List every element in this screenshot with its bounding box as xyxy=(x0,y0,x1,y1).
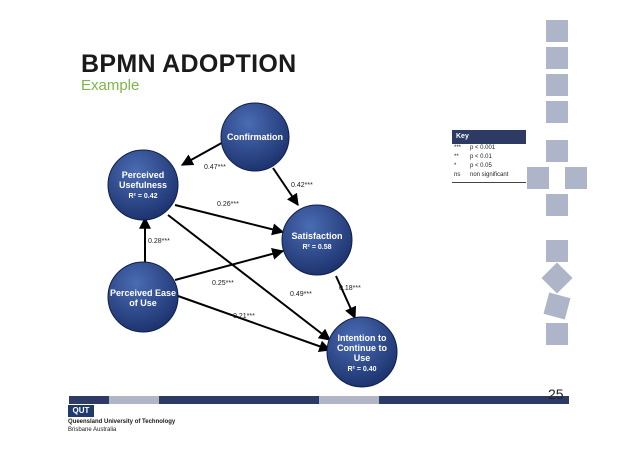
node-satisfaction-r2: R² = 0.58 xyxy=(303,244,332,251)
edge-label-conf-usef: 0.47*** xyxy=(204,164,226,171)
key-symbol: ** xyxy=(454,154,459,160)
key-row: *** p < 0.001 xyxy=(452,144,526,153)
edge-confirmation-satisfaction xyxy=(272,167,299,206)
node-intention-line3: Use xyxy=(354,353,371,363)
decorative-pattern xyxy=(527,20,587,345)
key-meaning: p < 0.001 xyxy=(470,145,496,151)
key-divider xyxy=(452,182,526,183)
qut-logo: QUT xyxy=(68,405,94,417)
node-confirmation: Confirmation xyxy=(220,102,290,172)
edge-satisfaction-intention xyxy=(335,275,357,320)
node-satisfaction-label: Satisfaction xyxy=(291,231,342,241)
edge-label-usef-sat: 0.26*** xyxy=(217,201,239,208)
node-intention: Intention to Continue to Use R² = 0.40 xyxy=(326,316,398,388)
footer-bar xyxy=(69,396,569,404)
node-ease-line1: Perceived Ease xyxy=(110,288,176,298)
edge-ease-intention xyxy=(177,295,332,353)
key-meaning: p < 0.05 xyxy=(470,163,492,169)
node-usefulness-line2: Usefulness xyxy=(119,180,167,190)
node-intention-line2: Continue to xyxy=(337,343,387,353)
edge-usefulness-satisfaction xyxy=(174,204,285,236)
footer-location: Brisbane Australia xyxy=(68,427,117,433)
page-number: 25 xyxy=(548,386,564,402)
edge-label-ease-usef: 0.28*** xyxy=(148,238,170,245)
edge-confirmation-usefulness xyxy=(180,139,228,166)
node-satisfaction: Satisfaction R² = 0.58 xyxy=(281,204,353,276)
node-usefulness-line1: Perceived xyxy=(122,170,165,180)
key-meaning: p < 0.01 xyxy=(470,154,492,160)
key-row: ns non significant xyxy=(452,171,526,180)
key-row: * p < 0.05 xyxy=(452,162,526,171)
edge-usefulness-intention xyxy=(167,214,331,341)
footer-institution: Queensland University of Technology xyxy=(68,419,176,425)
edge-label-usef-int: 0.49*** xyxy=(290,291,312,298)
key-row: ** p < 0.01 xyxy=(452,153,526,162)
edge-ease-satisfaction xyxy=(174,248,285,281)
key-symbol: *** xyxy=(454,145,462,151)
edges xyxy=(139,139,357,353)
key-title: Key xyxy=(452,130,526,144)
page-subtitle: Example xyxy=(81,77,140,94)
key-symbol: * xyxy=(454,163,457,169)
node-usefulness-r2: R² = 0.42 xyxy=(129,193,158,200)
node-confirmation-label: Confirmation xyxy=(227,132,283,142)
key-symbol: ns xyxy=(454,172,461,178)
edge-label-ease-int: 0.21*** xyxy=(233,313,255,320)
node-perceived-ease-of-use: Perceived Ease of Use xyxy=(107,261,179,333)
edge-label-ease-sat: 0.25*** xyxy=(212,280,234,287)
key-meaning: non significant xyxy=(470,172,509,178)
node-intention-r2: R² = 0.40 xyxy=(348,366,377,373)
node-intention-line1: Intention to xyxy=(338,333,387,343)
page-title: BPMN ADOPTION xyxy=(81,50,297,78)
edge-label-sat-int: 0.18*** xyxy=(339,285,361,292)
edge-label-conf-sat: 0.42*** xyxy=(291,182,313,189)
significance-key: Key *** p < 0.001 ** p < 0.01 * p < 0.05 ns… xyxy=(452,130,526,183)
node-ease-line2: of Use xyxy=(129,298,157,308)
node-perceived-usefulness: Perceived Usefulness R² = 0.42 xyxy=(107,149,179,221)
